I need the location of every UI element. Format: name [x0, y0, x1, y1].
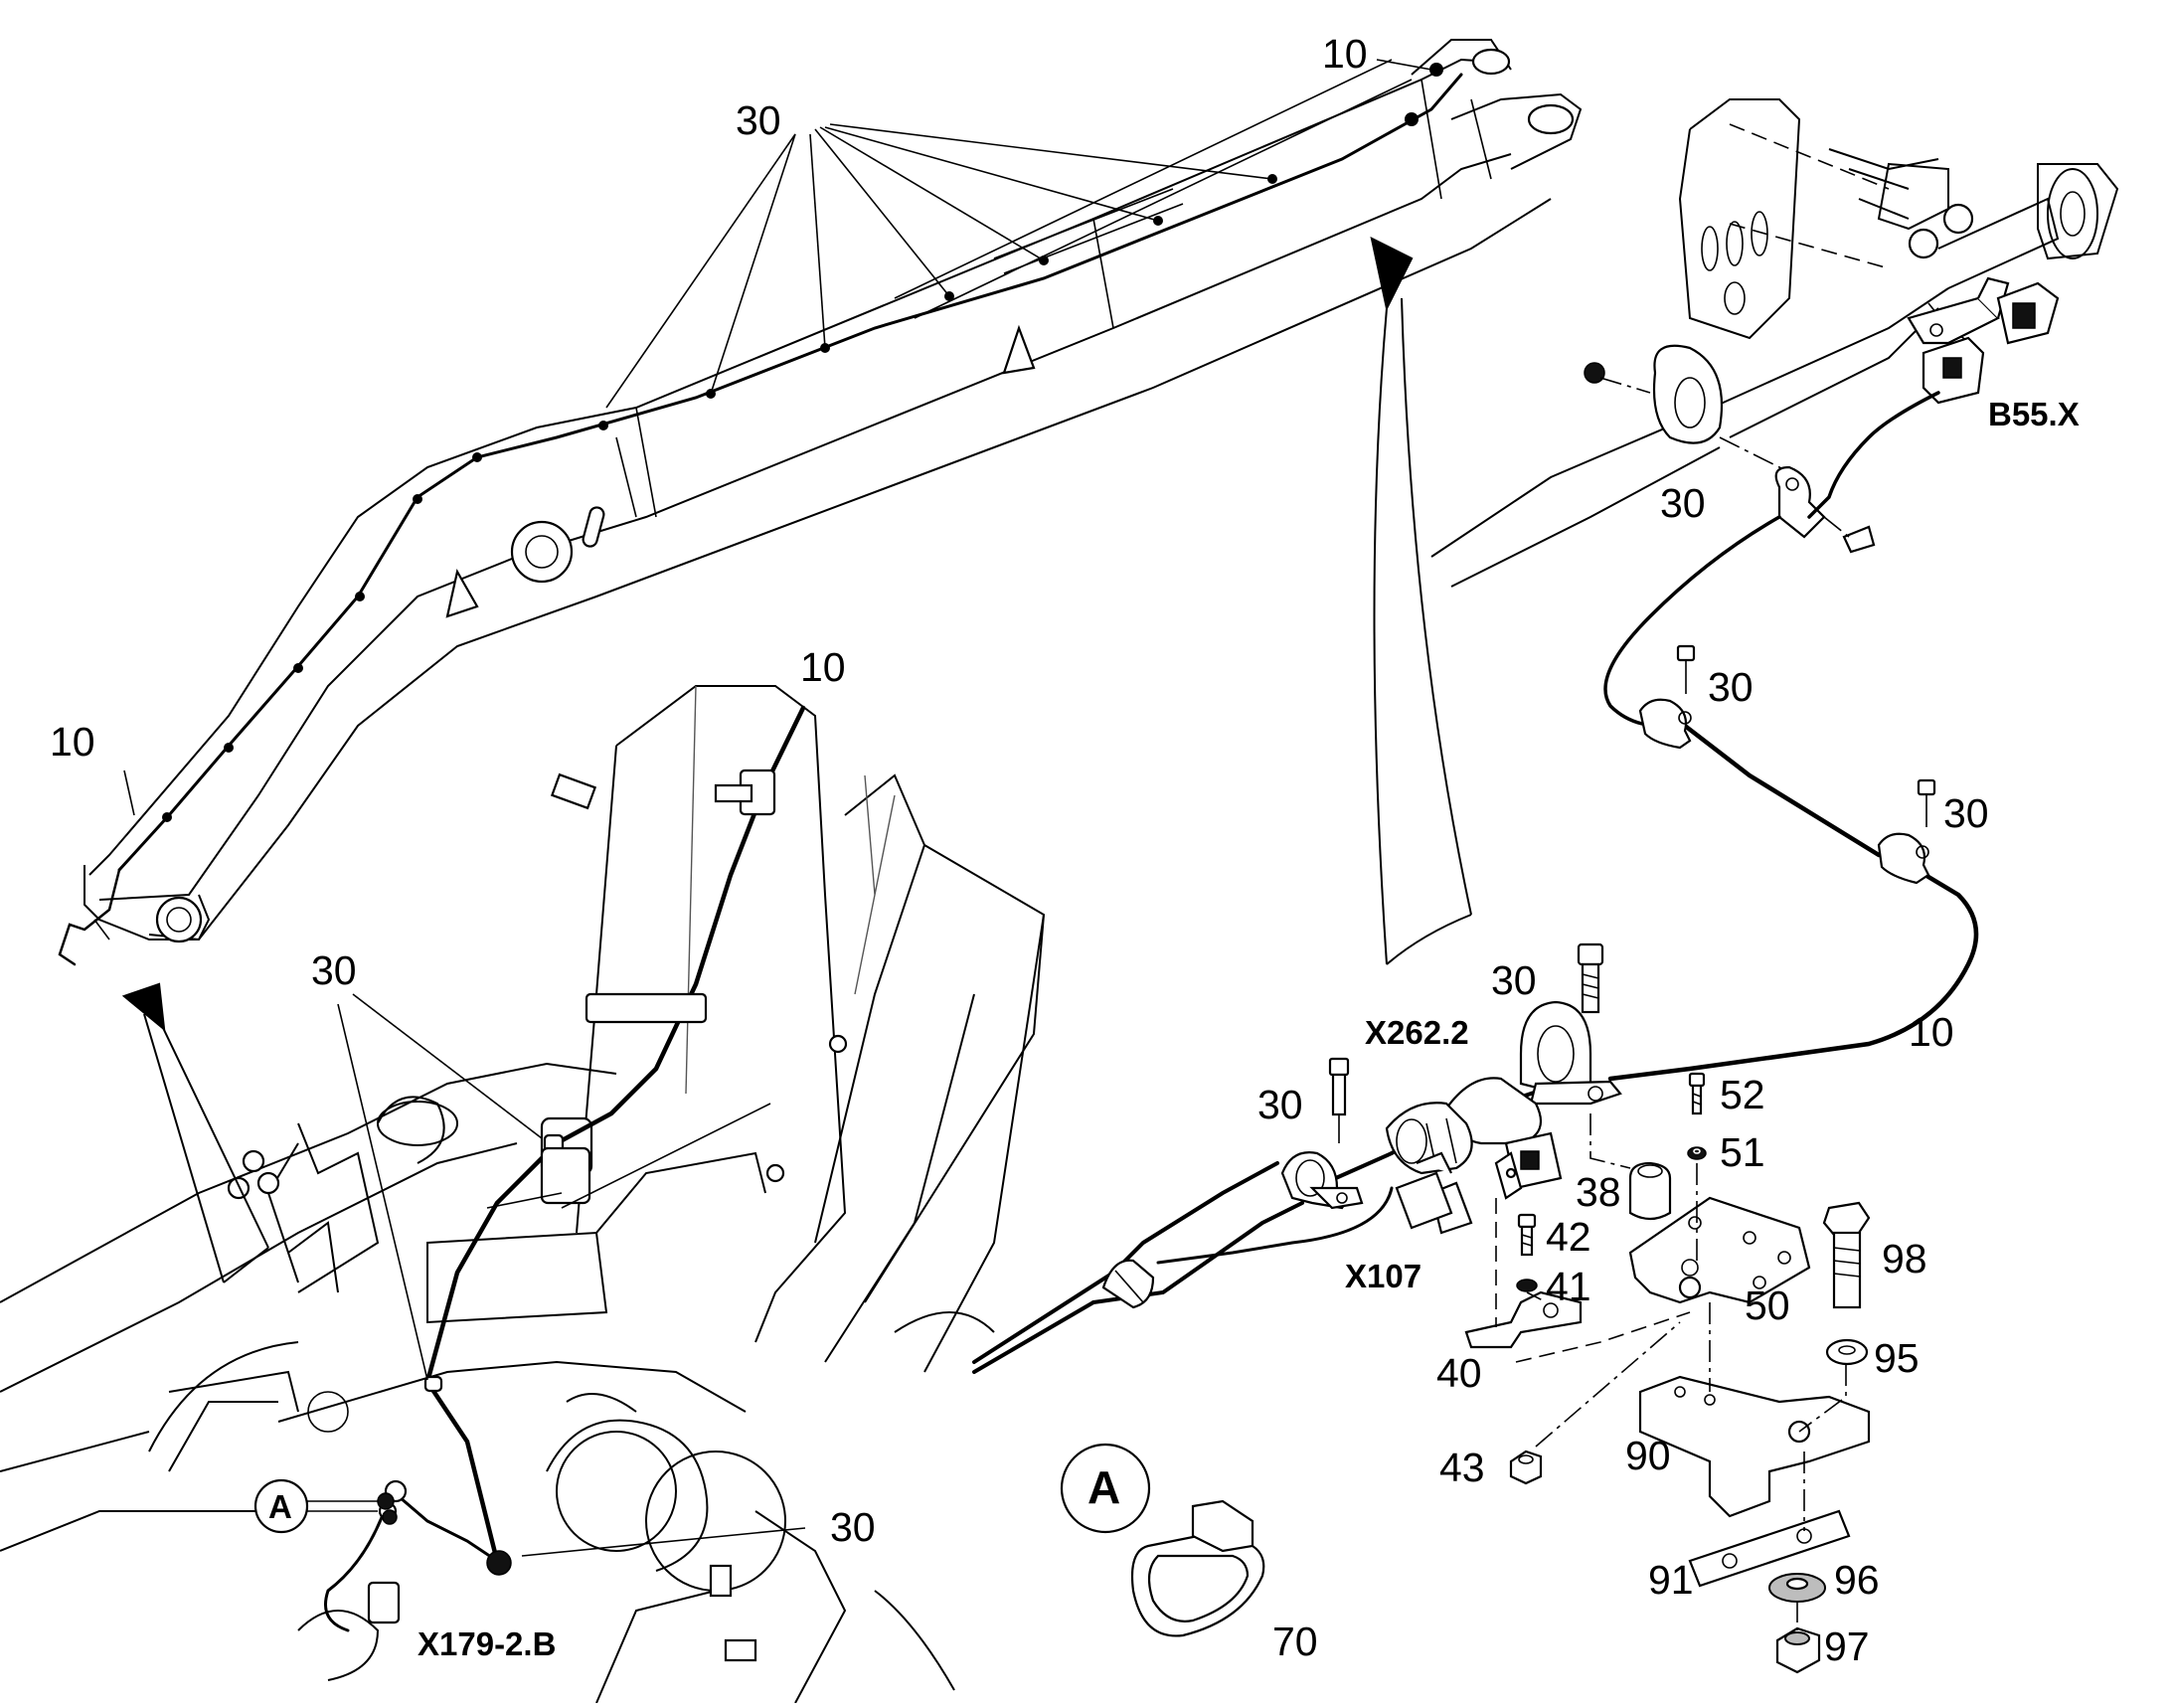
label-96: 96 [1834, 1557, 1880, 1603]
label-98: 98 [1882, 1236, 1927, 1281]
boom-drawing [58, 39, 1583, 966]
label-x179-2b: X179-2.B [418, 1625, 556, 1662]
label-30-right-3: 30 [1943, 790, 1989, 836]
label-38: 38 [1576, 1169, 1621, 1215]
label-43: 43 [1439, 1445, 1485, 1490]
boom-leaders [123, 59, 1432, 816]
label-50: 50 [1745, 1282, 1790, 1328]
label-x107: X107 [1345, 1258, 1421, 1294]
label-b55x: B55.X [1988, 396, 2080, 432]
label-52: 52 [1720, 1072, 1765, 1117]
column-leaders [337, 993, 543, 1381]
label-41: 41 [1546, 1264, 1591, 1309]
label-10-boom-top: 10 [1322, 31, 1368, 77]
right-detail-leaders [486, 1103, 771, 1209]
label-30-bracket: 30 [1491, 957, 1537, 1003]
detail-a-drawing [253, 1443, 1265, 1637]
label-40: 40 [1436, 1350, 1482, 1396]
label-10-right: 10 [1909, 1009, 1954, 1055]
label-30-column-bottom: 30 [830, 1504, 876, 1550]
label-91: 91 [1648, 1557, 1694, 1603]
label-a-callout: A [268, 1488, 292, 1525]
label-90: 90 [1625, 1433, 1671, 1478]
label-70: 70 [1272, 1619, 1318, 1664]
label-51: 51 [1720, 1129, 1765, 1175]
label-10-column: 10 [800, 644, 846, 690]
callout-labels: 10 30 10 10 30 30 A X179-2.B B55.X 30 30… [50, 31, 2080, 1669]
label-x262-2: X262.2 [1365, 1014, 1469, 1051]
label-a-detail: A [1087, 1461, 1120, 1513]
column-harness [324, 705, 806, 1632]
right-detail-drawing [972, 98, 2119, 1674]
label-10-boom-bottom: 10 [50, 719, 95, 765]
label-30-boom-clamps: 30 [736, 97, 781, 143]
label-30-right-2: 30 [1708, 664, 1754, 710]
label-30-left: 30 [1257, 1082, 1303, 1127]
label-30-column: 30 [311, 947, 357, 993]
stick-drawing [0, 685, 1046, 1704]
label-30-right-1: 30 [1660, 480, 1706, 526]
label-97: 97 [1824, 1623, 1870, 1669]
label-42: 42 [1546, 1214, 1591, 1260]
label-95: 95 [1874, 1335, 1920, 1381]
